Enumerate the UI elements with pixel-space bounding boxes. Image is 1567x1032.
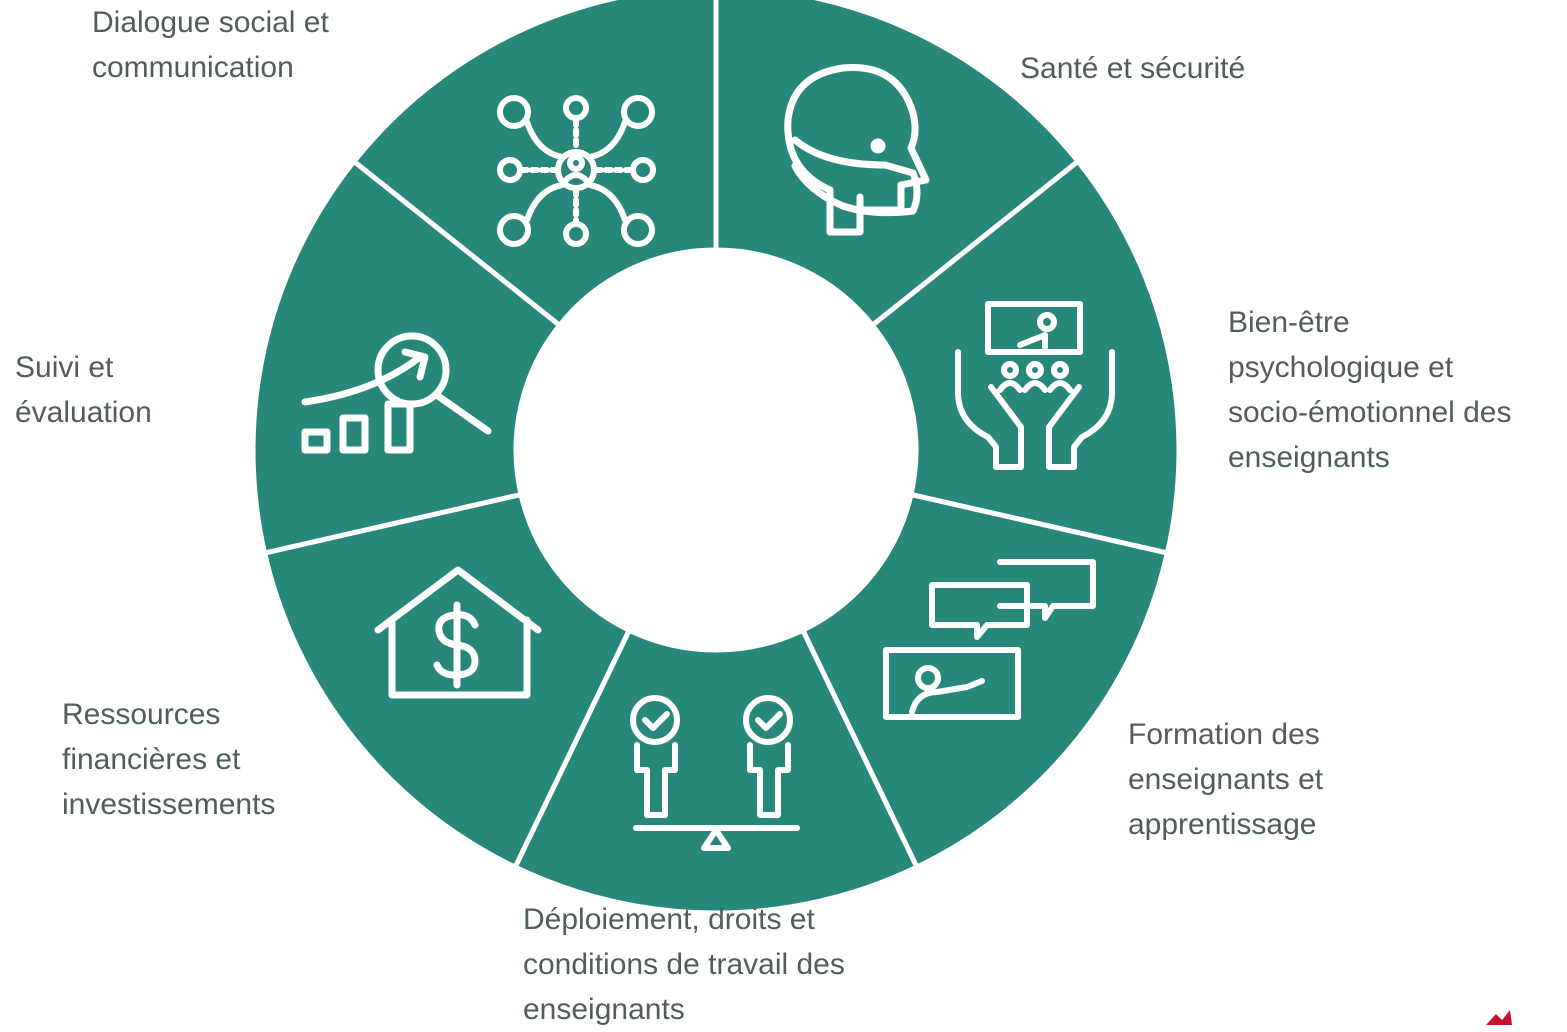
label-line: enseignants et xyxy=(1128,763,1324,796)
network-people-icon xyxy=(497,95,656,247)
label-line: Suivi et xyxy=(15,351,114,384)
label-line: communication xyxy=(92,51,294,84)
label-formation: Formation des enseignants et apprentissa… xyxy=(1128,712,1323,847)
label-line: financières et xyxy=(62,743,241,776)
label-line: Ressources xyxy=(62,698,221,731)
label-line: conditions de travail des xyxy=(523,948,845,981)
teacher-chat-bubbles-icon xyxy=(883,559,1096,720)
label-ressources: Ressources financières et investissement… xyxy=(62,692,275,827)
label-line: Bien-être xyxy=(1228,306,1350,339)
wheel-center xyxy=(516,250,916,650)
label-sante-securite: Santé et sécurité xyxy=(1020,46,1245,91)
label-line: enseignants xyxy=(523,993,685,1026)
label-line: psychologique et xyxy=(1228,351,1454,384)
label-line: Santé et sécurité xyxy=(1020,52,1246,85)
label-line: socio-émotionnel des xyxy=(1228,396,1512,429)
label-line: évaluation xyxy=(15,396,152,429)
label-dialogue-social: Dialogue social et communication xyxy=(92,0,329,90)
label-deploiement: Déploiement, droits et conditions de tra… xyxy=(523,897,845,1032)
house-dollar-icon xyxy=(374,566,542,699)
label-line: Dialogue social et xyxy=(92,6,329,39)
label-line: enseignants xyxy=(1228,441,1390,474)
balanced-workers-icon xyxy=(630,695,800,851)
label-line: Déploiement, droits et xyxy=(523,903,815,936)
label-line: investissements xyxy=(62,788,276,821)
corner-logo-fragment xyxy=(1486,1010,1512,1025)
magnifier-growth-chart-icon xyxy=(301,332,492,454)
label-bien-etre: Bien-être psychologique et socio-émotion… xyxy=(1228,300,1512,480)
label-suivi-evaluation: Suivi et évaluation xyxy=(15,345,152,435)
hands-supporting-class-icon xyxy=(955,301,1115,470)
label-line: apprentissage xyxy=(1128,808,1317,841)
label-line: Formation des xyxy=(1128,718,1320,751)
face-mask-icon xyxy=(784,64,930,236)
